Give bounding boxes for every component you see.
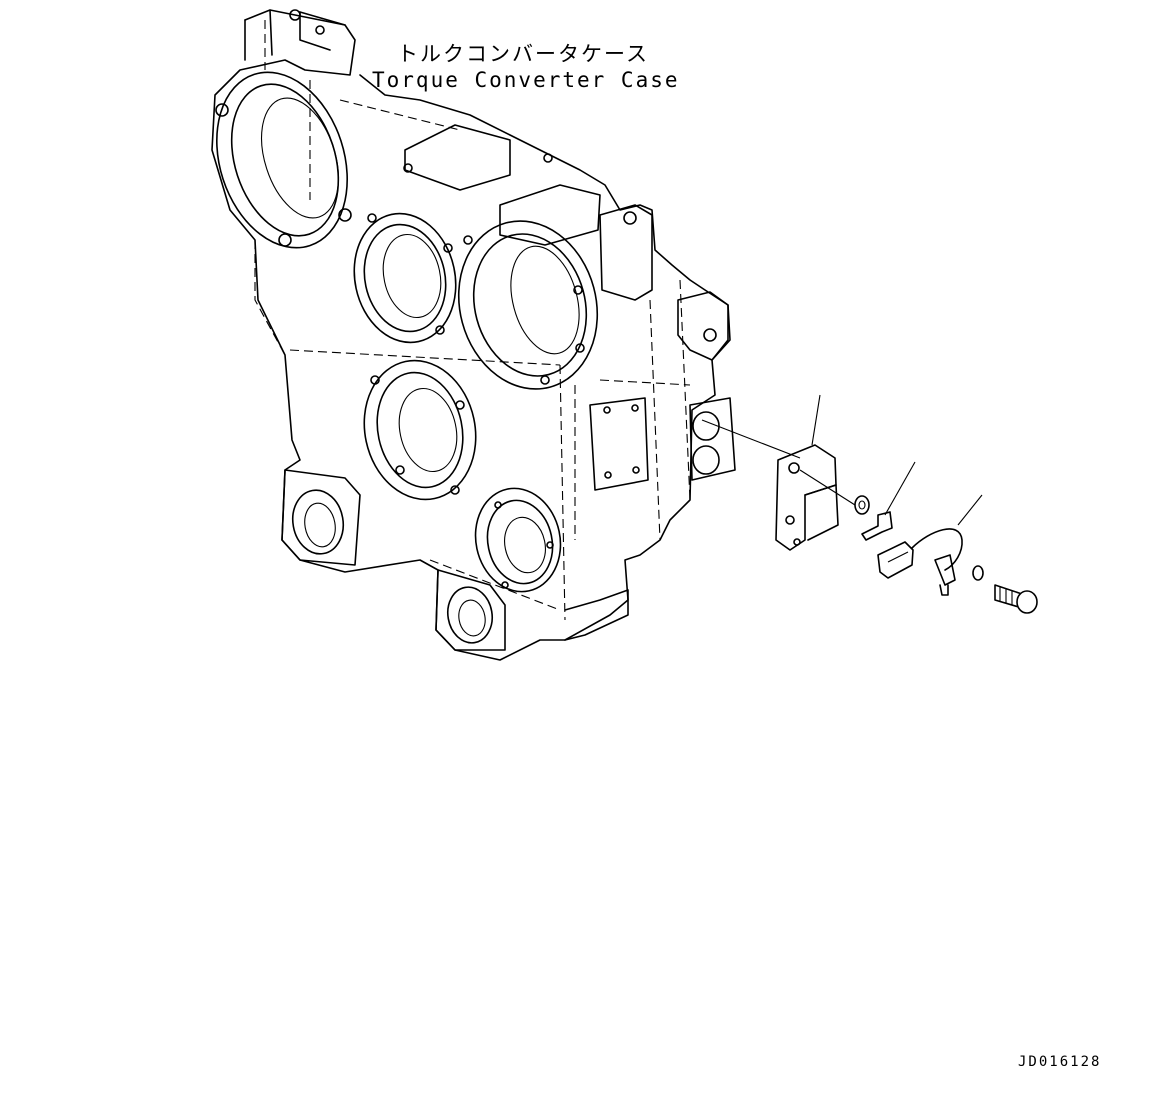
sensor-harness bbox=[877, 528, 984, 596]
wire-clip bbox=[861, 511, 893, 541]
sensor-bracket bbox=[775, 444, 839, 551]
washer bbox=[854, 495, 870, 515]
torque-converter-case bbox=[211, 9, 736, 661]
case-label-japanese: トルクコンバータケース bbox=[397, 42, 649, 66]
drawing-id: JD016128 bbox=[1018, 1054, 1102, 1070]
case-label-english: Torque Converter Case bbox=[372, 68, 680, 92]
bolt bbox=[994, 584, 1038, 614]
assembly-lines bbox=[701, 394, 983, 526]
